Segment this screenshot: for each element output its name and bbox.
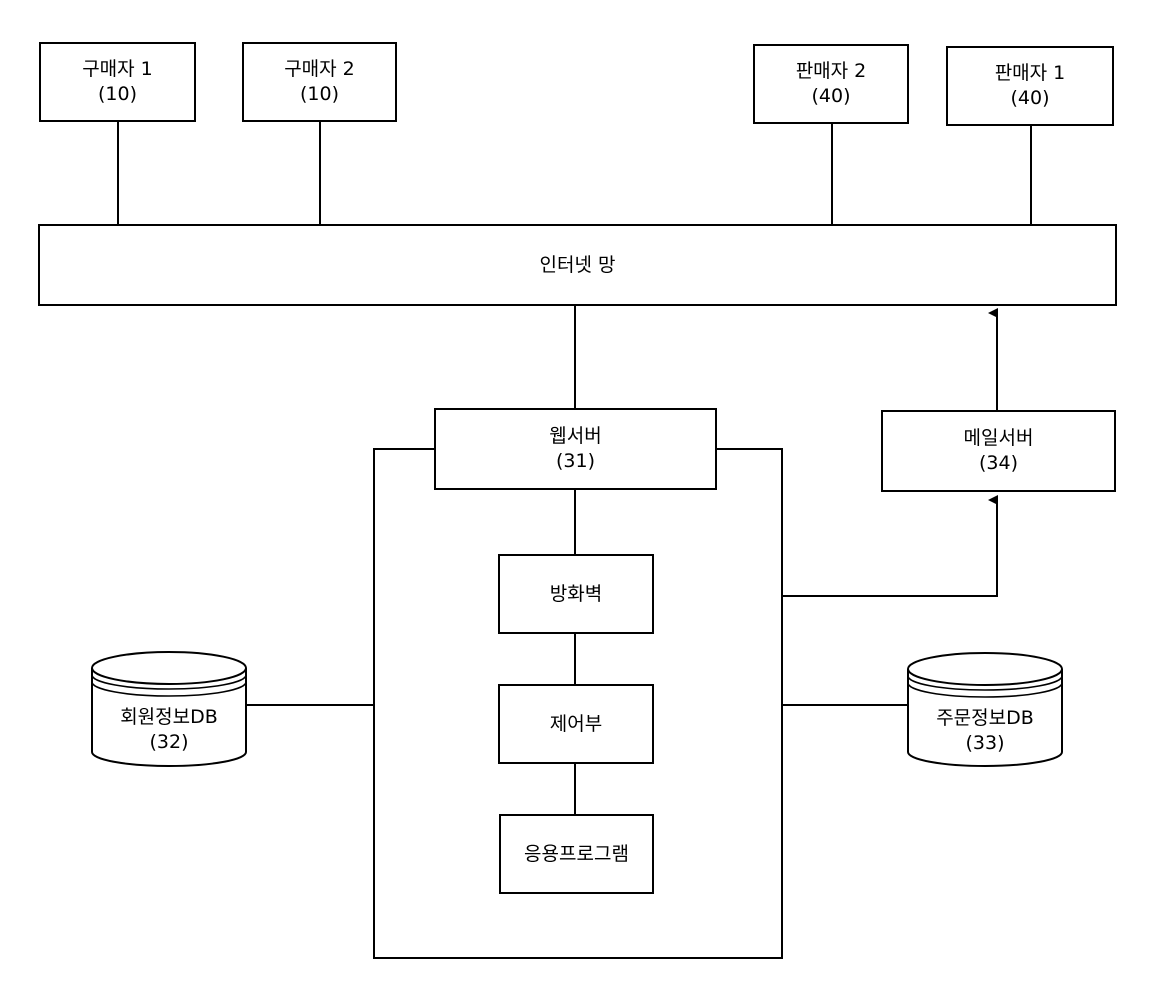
member-db-ref: (32) [149, 731, 189, 753]
controller-node: 제어부 [498, 684, 654, 764]
buyer-2-node: 구매자 2 (10) [242, 42, 397, 122]
seller-1-node: 판매자 1 (40) [946, 46, 1114, 126]
buyer-2-ref: (10) [299, 83, 339, 105]
web-server-node: 웹서버 (31) [434, 408, 717, 490]
system-to-mail-arrow [782, 495, 998, 597]
order-db-label-group: 주문정보DB (33) [908, 706, 1062, 756]
seller-1-ref: (40) [1010, 87, 1050, 109]
controller-label: 제어부 [549, 712, 603, 735]
member-db-name: 회원정보DB [120, 706, 218, 728]
web-server-name: 웹서버 [549, 425, 602, 447]
web-server-ref: (31) [555, 450, 595, 472]
seller-2-node: 판매자 2 (40) [753, 44, 909, 124]
mail-server-node: 메일서버 (34) [881, 410, 1116, 492]
firewall-label: 방화벽 [549, 582, 603, 605]
seller-1-name: 판매자 1 [994, 62, 1066, 84]
member-db-cylinder-icon [91, 651, 247, 767]
order-db-name: 주문정보DB [936, 707, 1034, 729]
order-db-ref: (33) [965, 732, 1005, 754]
mail-server-ref: (34) [978, 452, 1018, 474]
internet-network-bar: 인터넷 망 [38, 224, 1117, 306]
member-db-label-group: 회원정보DB (32) [92, 705, 246, 755]
seller-2-ref: (40) [811, 85, 851, 107]
firewall-node: 방화벽 [498, 554, 654, 634]
application-label: 응용프로그램 [524, 842, 629, 865]
buyer-1-node: 구매자 1 (10) [39, 42, 196, 122]
order-db-cylinder-icon [907, 652, 1063, 767]
application-node: 응용프로그램 [499, 814, 654, 894]
buyer-2-name: 구매자 2 [284, 58, 355, 80]
internet-label: 인터넷 망 [539, 253, 616, 276]
mail-server-name: 메일서버 [963, 427, 1034, 449]
buyer-1-name: 구매자 1 [82, 58, 153, 80]
seller-2-name: 판매자 2 [795, 60, 867, 82]
buyer-1-ref: (10) [97, 83, 137, 105]
